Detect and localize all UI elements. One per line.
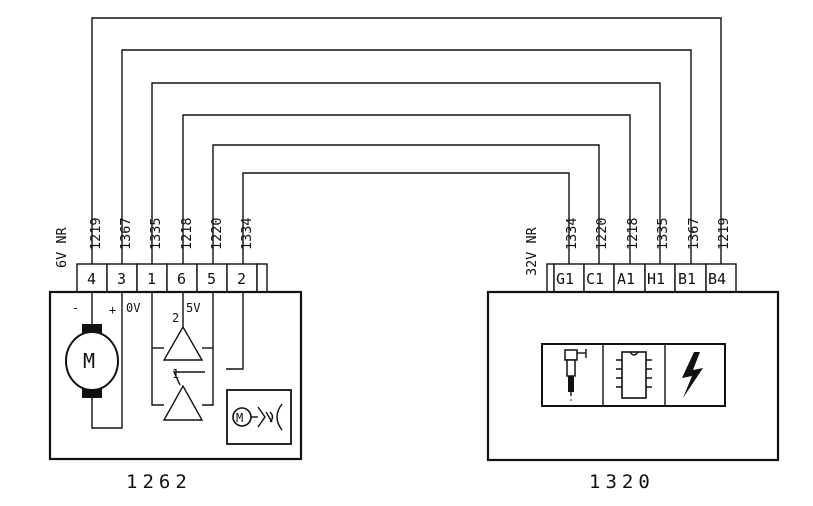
left-wire-label: 1334 [239, 217, 255, 250]
ecu-chip-icon [616, 351, 652, 399]
right-wire-label: 1219 [716, 217, 732, 250]
wire-1220 [212, 144, 600, 264]
right-connector-header: 32V NR [524, 226, 540, 276]
injector-icon [564, 349, 587, 401]
zero-v-label: 0V [126, 301, 140, 315]
right-wire-label: 1367 [686, 217, 702, 250]
ecu-symbol [541, 343, 726, 407]
throttle-motor-icon: M [226, 389, 292, 445]
right-pin-label: B4 [708, 270, 726, 288]
wire-1335 [151, 82, 661, 264]
left-pin-label: 3 [117, 270, 126, 288]
track-2-label: 2 [172, 311, 179, 325]
wire-1334 [242, 172, 570, 264]
right-component-id: 1320 [589, 471, 655, 493]
left-wire-label: 1219 [88, 217, 104, 250]
minus-label: - [72, 301, 79, 315]
left-wire-label: 1335 [148, 217, 164, 250]
svg-text:M: M [236, 411, 243, 425]
motor-icon: M [65, 324, 119, 398]
right-wire-label: 1220 [594, 217, 610, 250]
left-component-id: 1262 [126, 471, 192, 493]
right-pin-label: H1 [647, 270, 665, 288]
left-pin-label: 2 [237, 270, 246, 288]
left-wire-label: 1218 [179, 217, 195, 250]
left-pin-label: 1 [147, 270, 156, 288]
left-pin-label: 6 [177, 270, 186, 288]
wire-1367 [121, 49, 692, 264]
five-v-label: 5V [186, 301, 200, 315]
wire-harness [91, 17, 722, 264]
right-pin-label: A1 [617, 270, 635, 288]
left-wire-label: 1220 [209, 217, 225, 250]
right-wire-label: 1335 [655, 217, 671, 250]
right-wire-label: 1334 [564, 217, 580, 250]
component-1262: 6V NR 1219 1367 1335 1218 1220 1334 4 3 … [48, 217, 303, 493]
right-pin-label: C1 [586, 270, 604, 288]
left-connector-header: 6V NR [54, 226, 70, 268]
wire-1218 [182, 114, 631, 264]
right-wire-label: 1218 [625, 217, 641, 250]
left-pin-label: 4 [87, 270, 96, 288]
plus-label: + [109, 303, 116, 317]
right-connector: G1 C1 A1 H1 B1 B4 [546, 263, 737, 293]
motor-label: M [83, 349, 95, 373]
component-1320: 32V NR 1334 1220 1218 1335 1367 1219 G1 … [486, 217, 780, 493]
sensor-track-1 [162, 384, 204, 421]
right-pin-label: G1 [556, 270, 574, 288]
lightning-icon [682, 352, 703, 398]
sensor-track-2 [162, 325, 204, 361]
left-pin-label: 5 [207, 270, 216, 288]
wire-1219 [91, 17, 722, 264]
sensor-tracks [151, 292, 244, 421]
right-pin-label: B1 [678, 270, 696, 288]
left-wire-label: 1367 [118, 217, 134, 250]
left-connector: 4 3 1 6 5 2 [76, 263, 268, 293]
